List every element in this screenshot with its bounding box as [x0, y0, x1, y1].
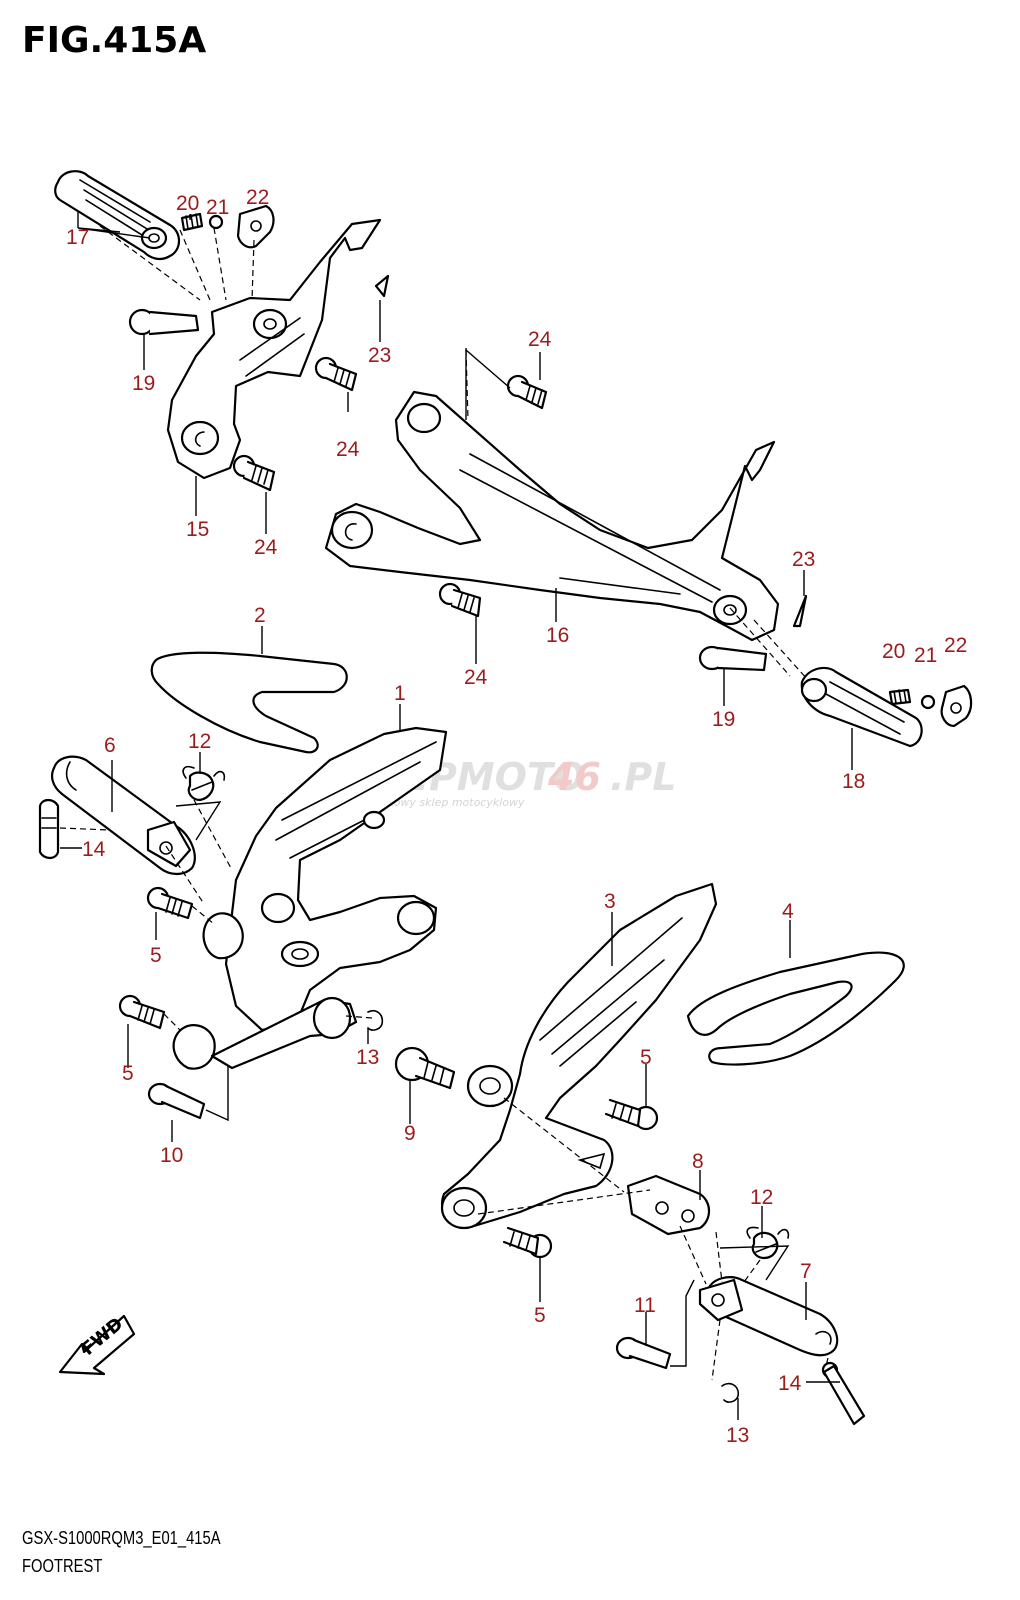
part-24-bolt-c [506, 374, 548, 410]
callout-21-b: 21 [914, 644, 937, 667]
callout-22-a: 22 [246, 186, 269, 209]
callout-labels: 1 2 3 4 5 5 5 5 6 7 8 9 10 11 12 12 13 1… [66, 186, 967, 1447]
part-2-heel-guard-left [150, 651, 348, 754]
part-9-bolt [394, 1046, 456, 1090]
callout-19-b: 19 [712, 708, 735, 731]
callout-8: 8 [692, 1150, 704, 1173]
part-19-pin-right [698, 645, 768, 672]
part-23-cotter-pin-right [792, 594, 808, 628]
watermark-suffix: .PL [610, 755, 677, 799]
callout-20-b: 20 [882, 640, 905, 663]
callout-2: 2 [254, 604, 266, 627]
watermark-main-red: 46 [547, 755, 601, 799]
callout-5-b: 5 [122, 1062, 134, 1085]
part-20-spring-right [888, 688, 912, 706]
fwd-arrow-icon: FWD [58, 1313, 136, 1376]
part-24-bolt-b [232, 454, 276, 492]
part-1-front-bracket-left [224, 726, 448, 1032]
callout-12-a: 12 [188, 730, 211, 753]
part-3-front-bracket-right [440, 882, 718, 1230]
callout-20-a: 20 [176, 192, 199, 215]
callout-3: 3 [604, 890, 616, 913]
callout-1: 1 [394, 682, 406, 705]
callout-4: 4 [782, 900, 794, 923]
part-20-spring-left [180, 212, 204, 232]
part-16-rear-bracket-right [324, 390, 780, 642]
callout-9: 9 [404, 1122, 416, 1145]
part-19-pin-left [128, 308, 200, 336]
section-name: FOOTREST [22, 1556, 103, 1576]
part-5-bolt-a [146, 886, 194, 920]
figure-title: FIG.415A [22, 20, 207, 61]
part-12-spring-left [182, 765, 226, 802]
part-7-front-footrest-peg-right [698, 1276, 839, 1357]
part-5-bolt-b [118, 994, 166, 1030]
callout-17: 17 [66, 226, 89, 249]
part-21-ball-right [920, 694, 936, 710]
part-24-bolt-a [314, 356, 358, 392]
callout-21-a: 21 [206, 196, 229, 219]
callout-24-b: 24 [336, 438, 360, 461]
callout-5-c: 5 [640, 1046, 652, 1069]
part-front-lever-collar-left [172, 912, 358, 1070]
callout-14-a: 14 [82, 838, 106, 861]
callout-13-b: 13 [726, 1424, 749, 1447]
part-5-bolt-c [604, 1098, 659, 1131]
part-18-rear-footrest-peg-right [800, 666, 923, 748]
part-14-pin-right [821, 1361, 866, 1426]
part-23-cotter-pin-left [374, 274, 390, 298]
part-13-circlip-right [721, 1382, 740, 1403]
part-22-plate-left [236, 204, 275, 249]
callout-22-b: 22 [944, 634, 967, 657]
callout-23-b: 23 [792, 548, 815, 571]
part-17-rear-footrest-peg-left [54, 170, 181, 261]
part-13-circlip-left [367, 1009, 384, 1031]
part-15-rear-bracket-left [166, 218, 382, 480]
part-11-pin [615, 1336, 672, 1370]
callout-24-a: 24 [528, 328, 552, 351]
part-10-pin [147, 1082, 206, 1120]
callout-5-a: 5 [150, 944, 162, 967]
callout-7: 7 [800, 1260, 812, 1283]
callout-19-a: 19 [132, 372, 155, 395]
callout-12-b: 12 [750, 1186, 773, 1209]
callout-24-c: 24 [254, 536, 278, 559]
callout-14-b: 14 [778, 1372, 802, 1395]
callout-5-d: 5 [534, 1304, 546, 1327]
callout-23-a: 23 [368, 344, 391, 367]
callout-6: 6 [104, 734, 116, 757]
callout-18: 18 [842, 770, 865, 793]
part-6-front-footrest-peg-left [51, 755, 196, 876]
callout-16: 16 [546, 624, 569, 647]
callout-10: 10 [160, 1144, 183, 1167]
part-14-pin-left [38, 798, 60, 860]
part-8-collar [626, 1174, 711, 1236]
part-21-ball-left [208, 214, 224, 230]
callout-24-d: 24 [464, 666, 488, 689]
part-22-plate-right [940, 684, 973, 728]
callout-13-a: 13 [356, 1046, 379, 1069]
callout-15: 15 [186, 518, 209, 541]
part-12-spring-right [746, 1226, 790, 1260]
model-code: GSX-S1000RQM3_E01_415A [22, 1528, 221, 1548]
callout-11: 11 [634, 1294, 656, 1317]
part-5-bolt-d [502, 1226, 553, 1259]
part-4-heel-guard-right [686, 951, 905, 1066]
part-24-bolt-d [438, 582, 482, 618]
callout-leaders [60, 214, 853, 1420]
